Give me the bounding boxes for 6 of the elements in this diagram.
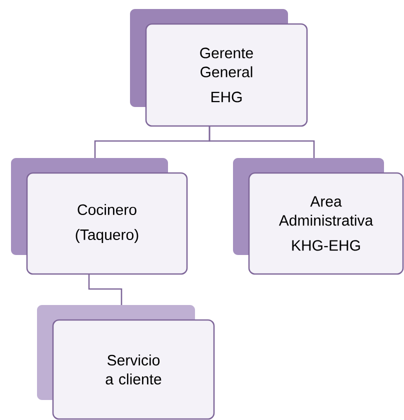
connector-line — [208, 126, 315, 158]
org-chart-box: Servicio a cliente — [37, 305, 215, 420]
org-chart-box: Cocinero (Taquero) — [11, 158, 188, 275]
org-chart-box: Gerente General EHG — [130, 9, 308, 127]
connector-line — [88, 274, 122, 305]
org-chart-box: Area Administrativa KHG-EHG — [233, 158, 404, 275]
